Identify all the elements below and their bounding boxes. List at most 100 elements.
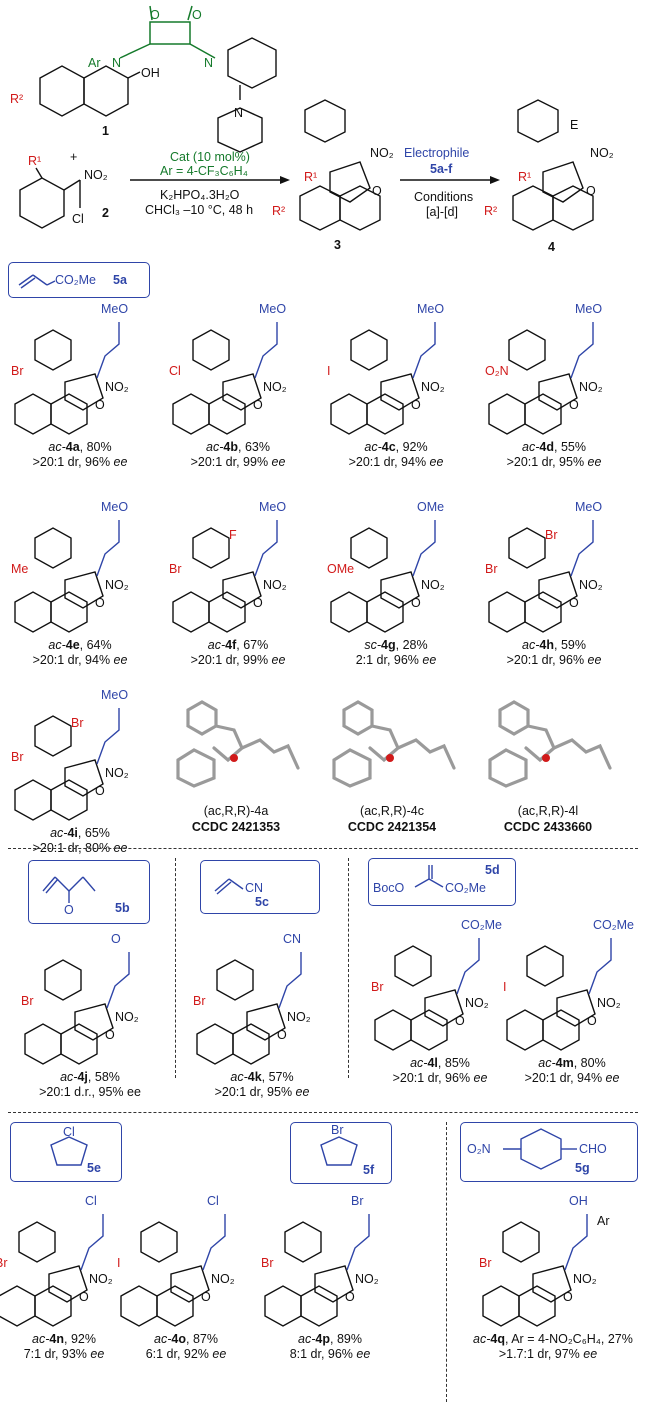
o-4n: O bbox=[79, 1290, 89, 1304]
caption-prefix: ac- bbox=[473, 1332, 491, 1346]
caption-number: 4b bbox=[223, 440, 238, 454]
substituent-4c: I bbox=[327, 364, 331, 378]
structure-4a bbox=[14, 322, 120, 435]
r1-label-3: R¹ bbox=[304, 170, 318, 184]
caption-dr: >20:1 dr, 94% bbox=[524, 1071, 606, 1085]
caption-number: 4k bbox=[247, 1070, 262, 1084]
caption-yield: , 92% bbox=[395, 440, 428, 454]
caption-4o: ac-4o, 87% bbox=[111, 1332, 261, 1347]
selectivity-4p: 8:1 dr, 96% ee bbox=[255, 1347, 405, 1362]
caption-ee: ee bbox=[429, 455, 444, 469]
caption-yield: , 55% bbox=[554, 440, 586, 454]
caption-dr: >20:1 dr, 99% bbox=[190, 653, 272, 667]
caption-prefix: ac- bbox=[32, 1332, 50, 1346]
no2-4l: NO₂ bbox=[465, 996, 489, 1010]
structure-4c bbox=[330, 322, 436, 435]
substituent-4h: Br bbox=[485, 562, 498, 576]
no2-4p: NO₂ bbox=[355, 1272, 379, 1286]
conditions-line2: [a]-[d] bbox=[426, 205, 458, 219]
cat-line: Cat (10 mol%) bbox=[170, 150, 250, 164]
selectivity-4q: >1.7:1 dr, 97% ee bbox=[473, 1347, 623, 1362]
caption-dr: >20:1 d.r., 95% ee bbox=[39, 1085, 141, 1099]
caption-number: 4i bbox=[67, 826, 78, 840]
o-4b: O bbox=[253, 398, 263, 412]
caption-4l: ac-4l, 85% bbox=[365, 1056, 515, 1071]
caption-number: 4c bbox=[381, 440, 396, 454]
caption-4a: ac-4a, 80% bbox=[5, 440, 155, 455]
r2-label-1: R² bbox=[10, 92, 24, 106]
crystal-stereo-label: (ac,R,R)-4l bbox=[517, 804, 579, 818]
caption-prefix: ac- bbox=[60, 1070, 78, 1084]
substituent-4m: I bbox=[503, 980, 507, 994]
caption-4d: ac-4d, 55% bbox=[479, 440, 629, 455]
side-chain-4k: CN bbox=[283, 932, 302, 946]
mbh-carbonate-structure bbox=[414, 865, 444, 888]
r1-label-2: R¹ bbox=[28, 154, 42, 168]
o-4i: O bbox=[95, 784, 105, 798]
caption-number: 4h bbox=[539, 638, 554, 652]
caption-dr: >20:1 dr, 99% bbox=[190, 455, 272, 469]
side-chain-4o: Cl bbox=[207, 1194, 219, 1208]
caption-yield: , 28% bbox=[395, 638, 428, 652]
caption-dr: >20:1 dr, 94% bbox=[32, 653, 114, 667]
substituent-4e: Me bbox=[11, 562, 29, 576]
no2-label-4: NO₂ bbox=[590, 146, 614, 160]
caption-number: 4g bbox=[381, 638, 396, 652]
electrophile-5a-box: CO₂Me 5a bbox=[8, 262, 150, 298]
ar-line: Ar = 4-CF₃C₆H₄ bbox=[160, 164, 248, 178]
caption-dr: 7:1 dr, 93% bbox=[23, 1347, 91, 1361]
selectivity-4n: 7:1 dr, 93% ee bbox=[0, 1347, 139, 1362]
nitrile-cn: CN bbox=[245, 881, 264, 895]
selectivity-4o: 6:1 dr, 92% ee bbox=[111, 1347, 261, 1362]
plus-sign: + bbox=[70, 150, 78, 164]
structure-4m bbox=[506, 938, 612, 1051]
o-4j: O bbox=[105, 1028, 115, 1042]
caption-prefix: ac- bbox=[48, 638, 66, 652]
caption-number: 4a bbox=[65, 440, 80, 454]
no2-4a: NO₂ bbox=[105, 380, 129, 394]
xray-model-4c bbox=[332, 700, 456, 788]
structure-4g bbox=[330, 520, 436, 633]
o-4q: O bbox=[563, 1290, 573, 1304]
separator-1 bbox=[8, 848, 638, 849]
selectivity-4l: >20:1 dr, 96% ee bbox=[365, 1071, 515, 1086]
mbh-co2me: CO₂Me bbox=[445, 881, 486, 895]
caption-yield: , Ar = 4-NO₂C₆H₄, 27% bbox=[504, 1332, 633, 1346]
piperidine-n: N bbox=[234, 106, 244, 120]
o-4c: O bbox=[411, 398, 421, 412]
vsep-3 bbox=[446, 1122, 447, 1402]
substituent-4f: Br bbox=[169, 562, 182, 576]
selectivity-4b: >20:1 dr, 99% ee bbox=[163, 455, 313, 470]
substituent-4i: Br bbox=[11, 750, 24, 764]
caption-number: 4j bbox=[77, 1070, 88, 1084]
substituent-4n: Br bbox=[0, 1256, 8, 1270]
caption-ee: ee bbox=[113, 653, 128, 667]
no2-4b: NO₂ bbox=[263, 380, 287, 394]
caption-4c: ac-4c, 92% bbox=[321, 440, 471, 455]
side-chain-4a: MeO bbox=[101, 302, 129, 316]
caption-prefix: ac- bbox=[206, 440, 224, 454]
vsep-2 bbox=[348, 858, 349, 1078]
caption-dr: >20:1 dr, 95% bbox=[506, 455, 588, 469]
caption-prefix: ac- bbox=[522, 440, 540, 454]
caption-yield: , 89% bbox=[330, 1332, 362, 1346]
o-4h: O bbox=[569, 596, 579, 610]
vsep-1 bbox=[175, 858, 176, 1078]
e-label-4: E bbox=[570, 118, 579, 132]
boco-label: BocO bbox=[373, 881, 405, 895]
side-chain-4g: OMe bbox=[417, 500, 445, 514]
crystal-stereo-label: (ac,R,R)-4a bbox=[203, 804, 269, 818]
no2-4i: NO₂ bbox=[105, 766, 129, 780]
caption-prefix: ac- bbox=[230, 1070, 248, 1084]
caption-dr: 8:1 dr, 96% bbox=[289, 1347, 357, 1361]
ethylvinylketone-structure bbox=[42, 876, 96, 903]
substituent-4o: I bbox=[117, 1256, 121, 1270]
structure-4i bbox=[14, 708, 120, 821]
caption-number: 4p bbox=[315, 1332, 330, 1346]
side-chain-4i: MeO bbox=[101, 688, 129, 702]
